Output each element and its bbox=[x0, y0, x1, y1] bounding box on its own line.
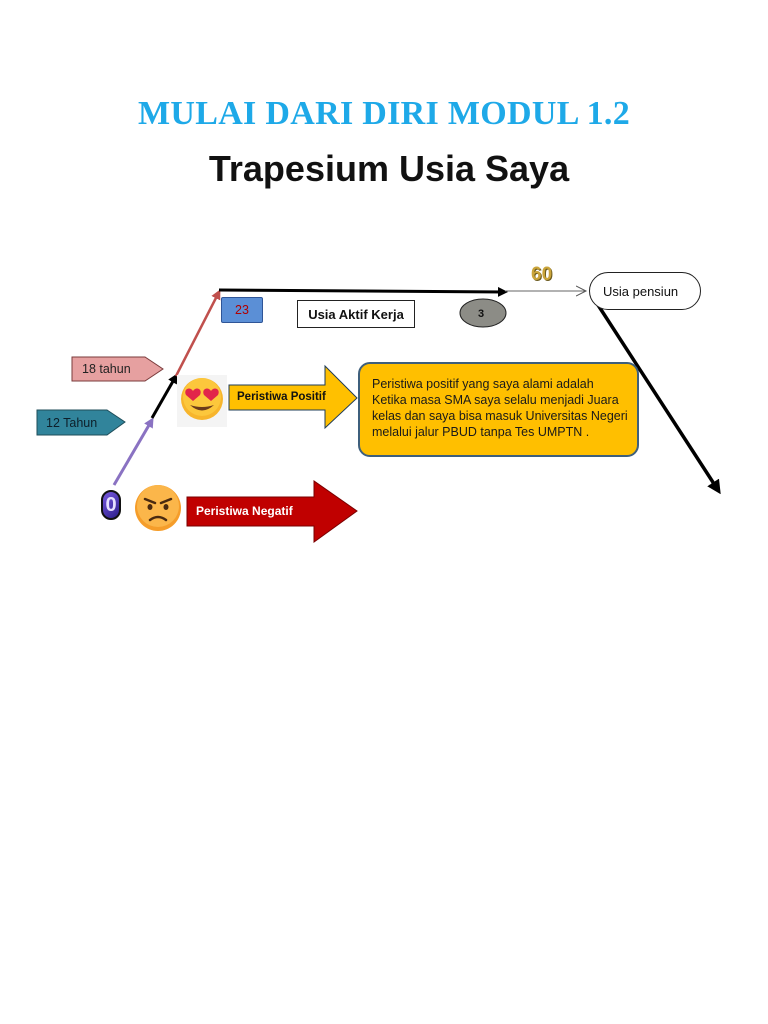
gray-oval bbox=[459, 298, 507, 328]
age-60-label: 60 bbox=[531, 264, 553, 285]
angry-face-emoji-icon bbox=[135, 485, 181, 531]
negative-event-arrow bbox=[186, 480, 358, 543]
callout-line-4: melalui jalur PBUD tanpa Tes UMPTN . bbox=[372, 425, 590, 439]
module-heading: MULAI DARI DIRI MODUL 1.2 bbox=[137, 95, 631, 132]
segment-18-to-23 bbox=[174, 289, 221, 377]
callout-line-3: kelas dan saya bisa masuk Universitas Ne… bbox=[372, 409, 628, 423]
heart-eyes-emoji-icon bbox=[177, 375, 227, 427]
age-23-box: 23 bbox=[221, 297, 263, 323]
callout-line-1: Peristiwa positif yang saya alami adalah bbox=[372, 377, 594, 391]
negative-event-label: Peristiwa Negatif bbox=[196, 504, 293, 518]
retirement-descent-line bbox=[596, 304, 721, 495]
tag-12-shape bbox=[36, 409, 126, 436]
positive-event-arrow bbox=[228, 364, 358, 430]
tag-12-label: 12 Tahun bbox=[46, 416, 98, 430]
callout-line-2: Ketika masa SMA saya selalu menjadi Juar… bbox=[372, 393, 619, 407]
age-0-badge: 0 bbox=[101, 490, 121, 520]
positive-event-callout: Peristiwa positif yang saya alami adalah… bbox=[358, 362, 639, 457]
active-work-box: Usia Aktif Kerja bbox=[297, 300, 415, 328]
positive-event-label: Peristiwa Positif bbox=[237, 391, 326, 403]
retirement-bubble: Usia pensiun bbox=[589, 272, 701, 310]
segment-12-to-18 bbox=[150, 373, 178, 419]
gray-oval-label: 3 bbox=[478, 308, 485, 320]
tag-18-label: 18 tahun bbox=[82, 362, 131, 376]
tag-18-shape bbox=[71, 356, 164, 382]
active-years-line bbox=[218, 286, 508, 297]
segment-0-to-12 bbox=[112, 417, 154, 486]
diagram-title: Trapesium Usia Saya bbox=[208, 148, 570, 189]
